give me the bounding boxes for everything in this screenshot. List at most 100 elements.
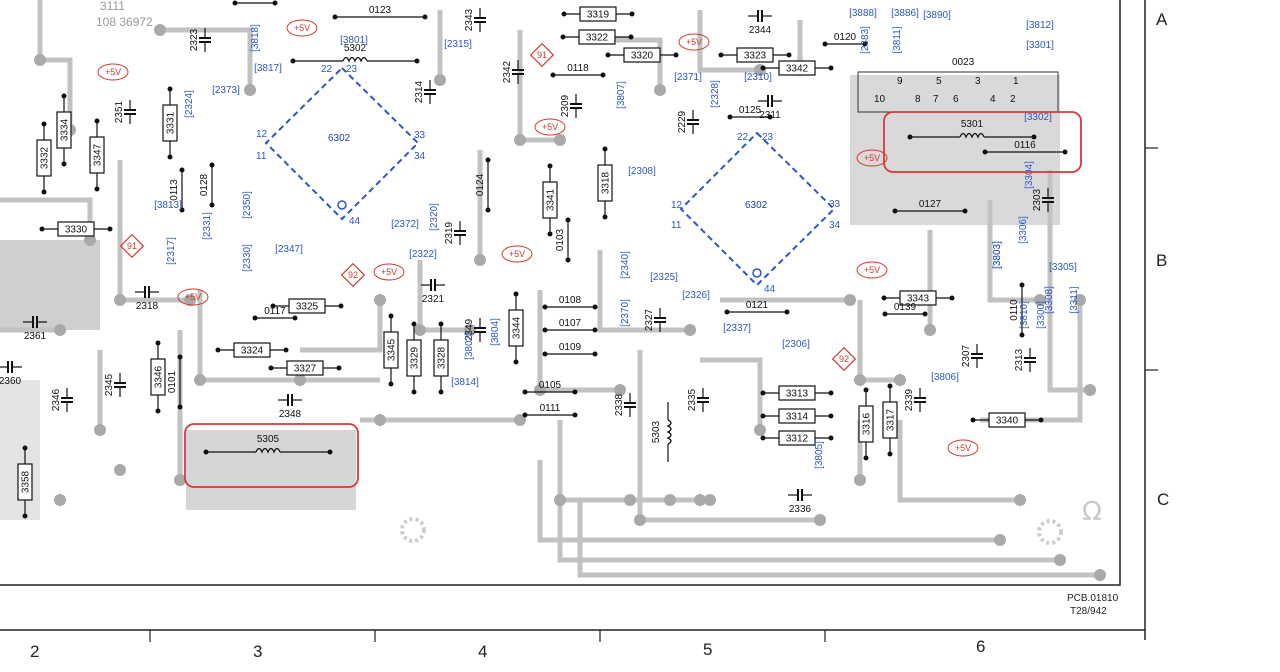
copper-pad [84,234,96,246]
header-code-1: 3111 [100,0,125,13]
connector-pin-1: 1 [1013,76,1019,87]
component-ref: 0113 [169,179,180,201]
component-ref: 0121 [746,300,769,311]
pcb-code: PCB.01810 [1067,593,1119,604]
component-ref: 0128 [199,173,210,196]
component-2348: 2348 [278,394,302,420]
component-ref: 2335 [687,388,698,411]
component-2349: 2349 [464,318,486,342]
copper-pads [34,24,1106,581]
component-ref: 2319 [444,221,455,244]
smd-label-2340: [2340] [620,251,631,279]
copper-pad [854,474,866,486]
copper-pad [174,474,186,486]
plus5v-text: +5V [542,122,558,132]
component-2339: 2339 [904,388,926,412]
component-3332: 3332 [36,121,52,195]
copper-trace [897,420,1020,503]
smd-label-2337: [2337] [723,323,751,334]
copper-pad [654,84,666,96]
component-ref: 2327 [644,308,655,331]
grid-col-3: 3 [253,642,262,661]
smd-label-3807: [3807] [616,81,627,109]
smd-label-2347: [2347] [275,244,303,255]
smd-label-2326: [2326] [682,290,710,301]
component-0117: 0117 [252,306,298,321]
grid-row-b: B [1156,251,1167,270]
component-2345: 2345 [104,373,126,397]
grid-row-a: A [1156,10,1168,29]
component-ref: 3343 [907,294,930,305]
plus5v-tag: +5V [947,439,979,457]
component-ref: 2338 [614,393,625,416]
plus5v-text: +5V [185,292,201,302]
smd-label-2328: [2328] [710,80,721,108]
plus5v-tag: +5V [286,19,318,37]
component-ref: 2303 [1032,188,1043,211]
net-tag-92: 92 [340,262,366,288]
copper-pad [434,74,446,86]
component-ref: 3318 [601,171,612,194]
component-3330: 3330 [39,221,113,237]
component-0116: 0116 [982,140,1068,155]
component-ref: 2343 [464,8,475,31]
component-2343: 2343 [464,8,486,32]
ic-right-pin-33: 33 [829,199,841,210]
component-ref: 2313 [1014,348,1025,371]
copper-pad [1084,384,1096,396]
component-5303: 5303 [651,402,672,462]
component-0108: 0108 [542,295,598,310]
copper-pad [154,24,166,36]
smd-label-2330: [2330] [242,244,253,272]
copper-pad [114,294,126,306]
net-tag-text: 92 [348,270,358,280]
smd-label-3308: [3308] [1044,286,1055,314]
component-ref: 3329 [410,346,421,369]
component-ref: 3334 [60,118,71,141]
copper-pad [464,324,476,336]
connector-0023: 0023 10 8 7 6 4 2 9 5 3 1 [857,57,1059,113]
grid-col-6: 6 [976,637,985,656]
smd-label-3801: [3801] [340,35,368,46]
component-2229: 2229 [677,110,699,134]
smd-label-3802: [3802] [464,332,475,360]
smd-label-2325: [2325] [650,272,678,283]
connector-pin-6: 6 [953,94,959,105]
component-2344: 2344 [748,10,772,36]
copper-pad [814,514,826,526]
plus5v-tag: +5V [501,245,533,263]
smd-label-3301: [3301] [1026,40,1054,51]
plus5v-tag: +5V [678,33,710,51]
smd-label-3886: [3886] [891,8,919,19]
component-3313: 3313 [760,385,834,401]
smd-label-2373: [2373] [212,85,240,96]
component-ref: 3322 [586,33,609,44]
omega-mark: Ω [1082,497,1102,527]
smd-label-3300: [3300] [1036,301,1047,329]
ic-left-pin-44: 44 [349,216,361,227]
component-ref: 3344 [512,316,523,339]
plus5v-tag: +5V [534,118,566,136]
component-ref: 3328 [437,346,448,369]
ic-left-pin-34: 34 [414,151,426,162]
ic-6302-right-ref: 6302 [745,200,768,211]
copper-pad [34,54,46,66]
component-2303: 2303 [1032,188,1054,212]
component-0118: 0118 [550,63,606,78]
smd-label-3803: [3803] [992,241,1003,269]
copper-pad [1034,294,1046,306]
component-0109: 0109 [542,342,598,357]
component-0128: 0128 [199,162,215,208]
component-ref: 3341 [546,188,557,211]
copper-pad [194,374,206,386]
net-tag-text: 92 [839,354,849,364]
pcb-date-code: T28/942 [1070,606,1107,617]
plus5v-text: +5V [864,153,880,163]
copper-trace [197,290,300,383]
component-3329: 3329 [406,321,422,395]
component-ref: 3358 [21,470,32,493]
plus5v-tag: +5V [97,63,129,81]
component-2342: 2342 [502,60,524,84]
plus5v-tag: +5V [856,261,888,279]
